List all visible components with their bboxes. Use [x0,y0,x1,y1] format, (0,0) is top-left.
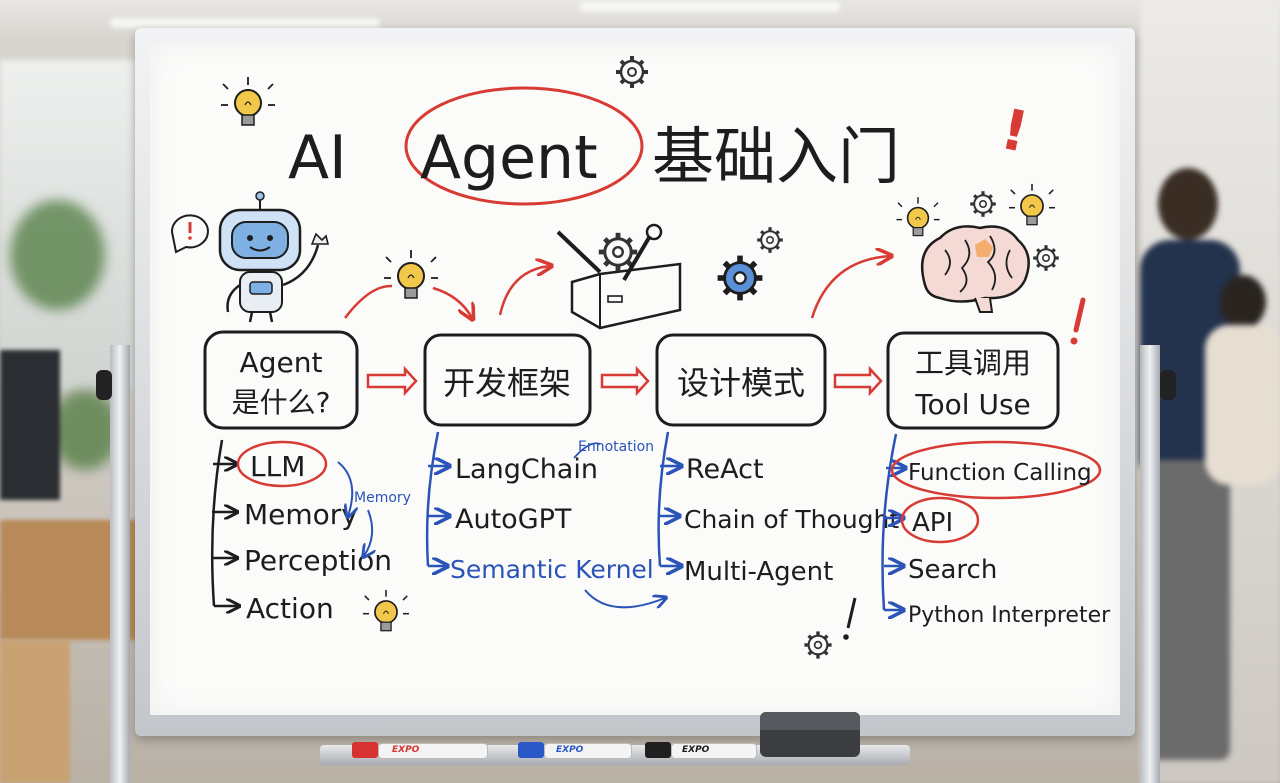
marker-cap [518,742,544,758]
marker-cap [352,742,378,758]
list-item: Chain of Thought [684,505,899,534]
box-label-line1: 工具调用 [915,346,1031,380]
box-patterns: 设计模式 [655,333,827,427]
column-frameworks: LangChain AutoGPT Semantic Kernel Ennota… [425,431,665,607]
plant [50,390,120,470]
list-item: Function Calling [908,460,1092,486]
list-item: API [912,508,953,538]
list-item: AutoGPT [455,504,572,535]
list-item: LLM [250,450,305,483]
box-label-line1: 设计模式 [677,364,805,402]
title-suffix: 基础入门 [652,120,900,193]
list-item: Multi-Agent [684,557,833,587]
toolbox-icon [556,223,682,330]
cabinet [0,640,70,783]
lightbulb-icon [383,249,439,299]
exclamation-icon [1070,297,1086,345]
list-item: Memory [244,498,358,531]
marker-brand: EXPO [556,745,584,755]
plant [10,200,105,310]
column-patterns: ReAct Chain of Thought Multi-Agent [657,431,899,587]
list-item: ReAct [686,454,764,485]
board-title: AI Agent 基础入门 ! [288,86,1034,206]
marker-cap [645,742,671,758]
box-label-line2: Tool Use [914,388,1031,421]
marker-brand: EXPO [682,745,710,755]
list-item: Action [246,592,334,625]
list-item: Search [908,555,997,585]
annotation-note: Memory [354,490,411,506]
box-agent-what: Agent 是什么? [203,330,359,430]
robot-icon [218,191,330,323]
curve-arrow [498,266,550,316]
ceiling-light [110,18,380,28]
lightbulb-icon [362,589,410,632]
curve-arrow [344,284,393,319]
flow-arrows [366,365,883,397]
list-item: Perception [244,544,392,577]
box-label-line1: 开发框架 [443,364,571,402]
marker-body [378,743,488,759]
exclamation-icon [170,214,209,254]
box-tools: 工具调用 Tool Use [886,331,1060,430]
gear-icon [1031,243,1061,273]
exclamation-icon [843,597,857,640]
lightbulb-icon [895,196,941,237]
marker-body [544,743,632,759]
column-agent-what: LLM Memory Perception Action Memory [210,439,411,625]
eraser-handle [760,712,860,730]
annotation-note: Ennotation [578,439,654,455]
box-label-line2: 是什么? [232,386,331,419]
lightbulb-icon [220,76,276,126]
brain-icon [920,225,1030,313]
title-exclaim: ! [995,97,1034,166]
curve-arrow [432,286,472,318]
gear-icon [614,54,650,90]
list-item: Semantic Kernel [450,555,654,584]
title-prefix: AI [288,123,347,193]
ceiling-light [580,2,840,12]
title-circle [404,86,644,206]
list-item: Python Interpreter [908,603,1111,628]
stand-knob-right [1160,370,1176,400]
marker-brand: EXPO [392,745,420,755]
gear-icon [717,255,763,301]
title-highlight: Agent [420,123,598,193]
curve-arrow [810,256,890,319]
gear-icon [755,225,785,255]
box-label-line1: Agent [240,346,323,379]
stand-leg-left [110,345,130,783]
stand-leg-right [1140,345,1160,783]
marker-body [671,743,757,759]
box-frameworks: 开发框架 [423,333,592,427]
lightbulb-icon [1008,183,1056,226]
stand-knob-left [96,370,112,400]
list-item: LangChain [455,454,598,485]
gear-icon [968,189,998,219]
monitor [0,350,60,500]
column-tools: Function Calling API Search Python Inter… [881,433,1111,628]
gear-icon [802,629,834,661]
